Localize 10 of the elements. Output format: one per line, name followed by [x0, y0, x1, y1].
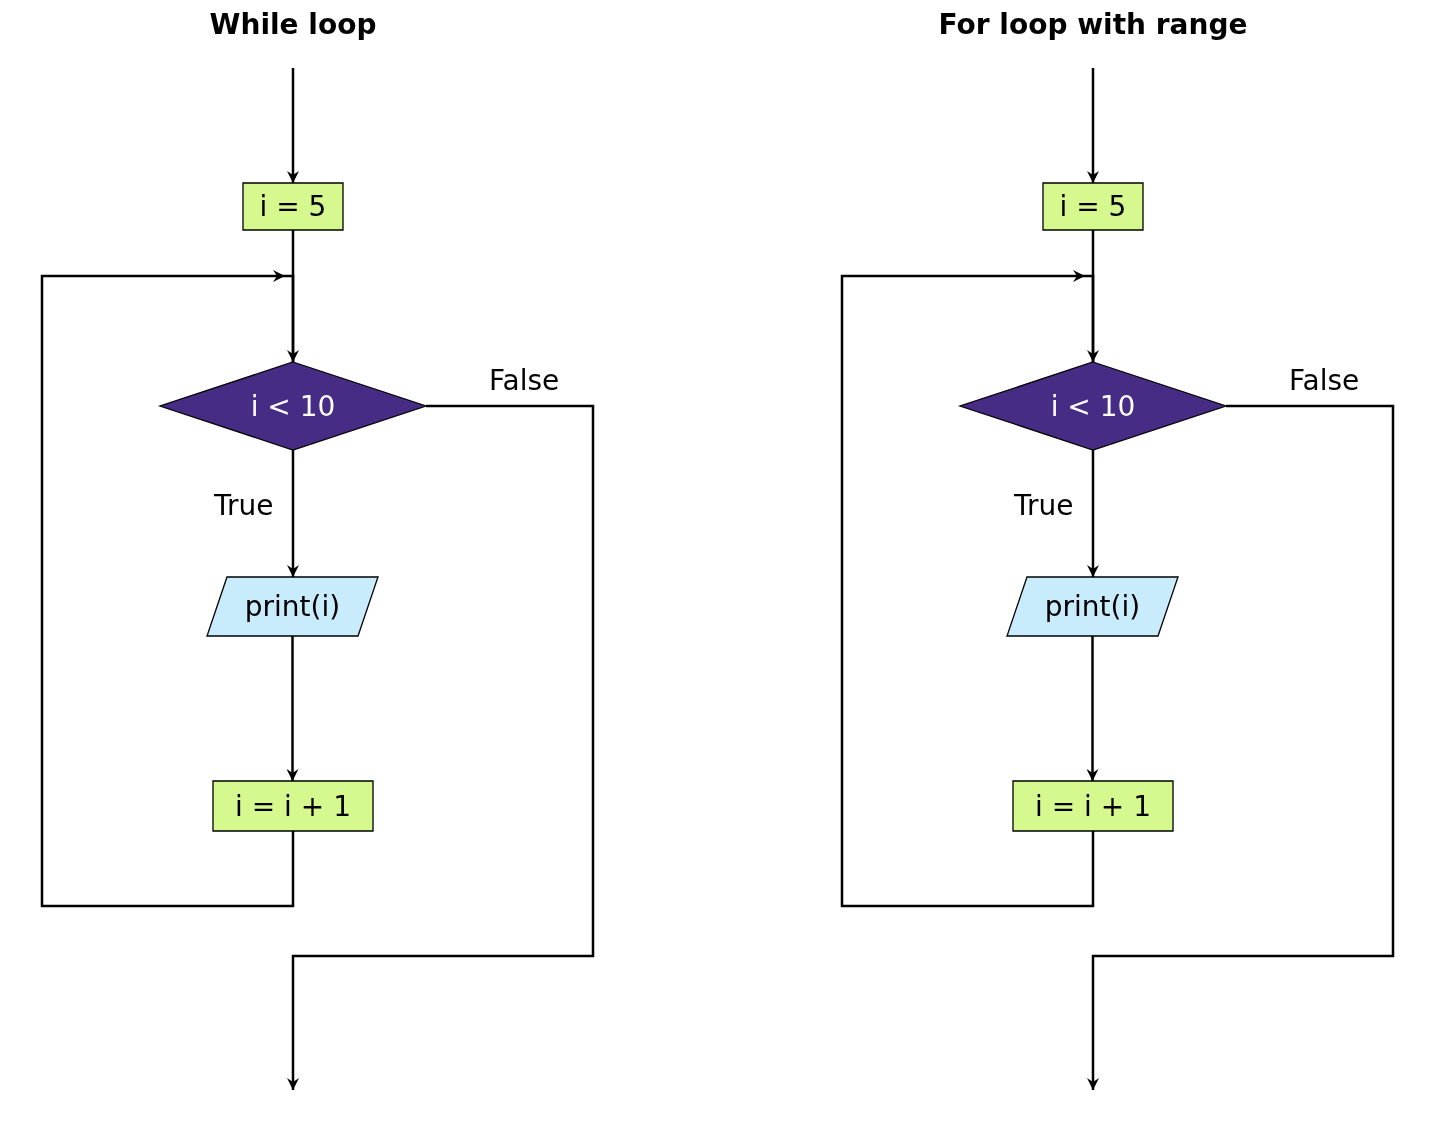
node-label: i = i + 1 [235, 789, 351, 823]
node-label: print(i) [1044, 590, 1141, 623]
node-label: i = 5 [1059, 190, 1127, 223]
node-label: i < 10 [250, 389, 336, 423]
chart-heading: For loop with range [938, 8, 1248, 41]
chart-heading: While loop [209, 8, 377, 41]
node-label: i < 10 [1050, 389, 1136, 423]
node-label: i = i + 1 [1035, 789, 1151, 823]
node-label: print(i) [244, 590, 341, 623]
node-label: i = 5 [259, 190, 327, 223]
